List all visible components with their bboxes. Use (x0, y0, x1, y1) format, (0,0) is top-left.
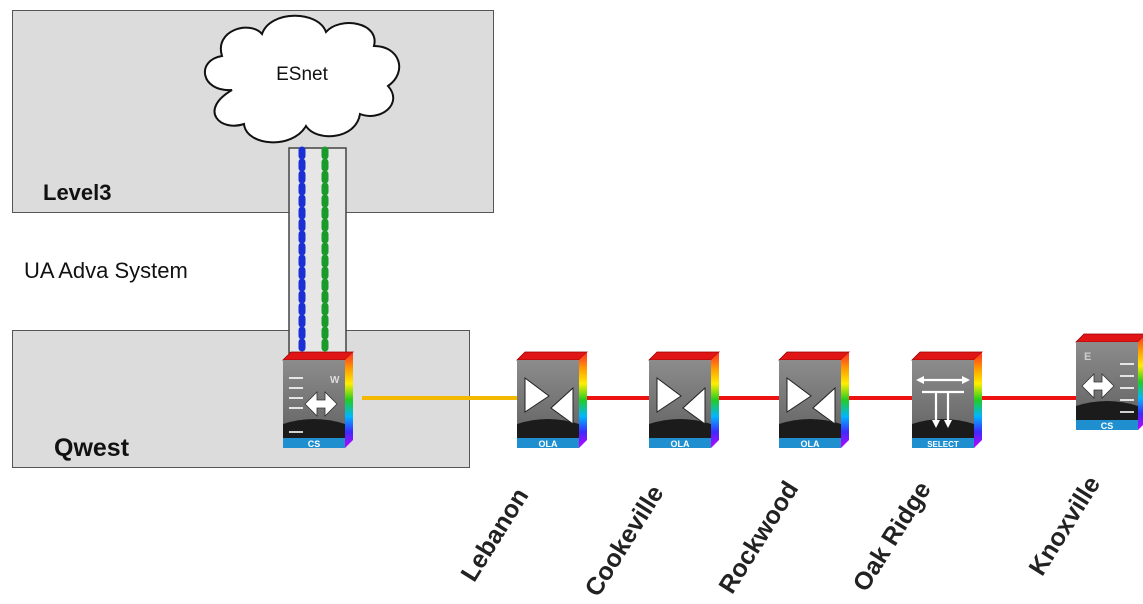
device-rockwood-ola (778, 351, 850, 449)
esnet-cloud (204, 14, 401, 144)
device-knoxville-cs (1075, 333, 1143, 431)
qwest-label: Qwest (54, 434, 130, 462)
qwest-corner-label: W (330, 375, 340, 386)
device-lebanon-ola (516, 351, 588, 449)
qwest-device-type-label: CS (308, 439, 321, 449)
level3-label: Level3 (43, 180, 112, 205)
device-oak-ridge-select (911, 351, 983, 449)
interconnect-tube (288, 147, 347, 354)
oak-ridge-device-type-label: SELECT (927, 440, 959, 449)
knoxville-corner-label: E (1084, 351, 1091, 363)
system-label: UA Adva System (24, 258, 188, 283)
rockwood-device-type-label: OLA (801, 439, 820, 449)
esnet-cloud-label: ESnet (276, 64, 328, 85)
lebanon-device-type-label: OLA (539, 439, 558, 449)
device-qwest-cs (282, 351, 354, 449)
device-cookeville-ola (648, 351, 720, 449)
knoxville-device-type-label: CS (1101, 421, 1114, 431)
cookeville-device-type-label: OLA (671, 439, 690, 449)
